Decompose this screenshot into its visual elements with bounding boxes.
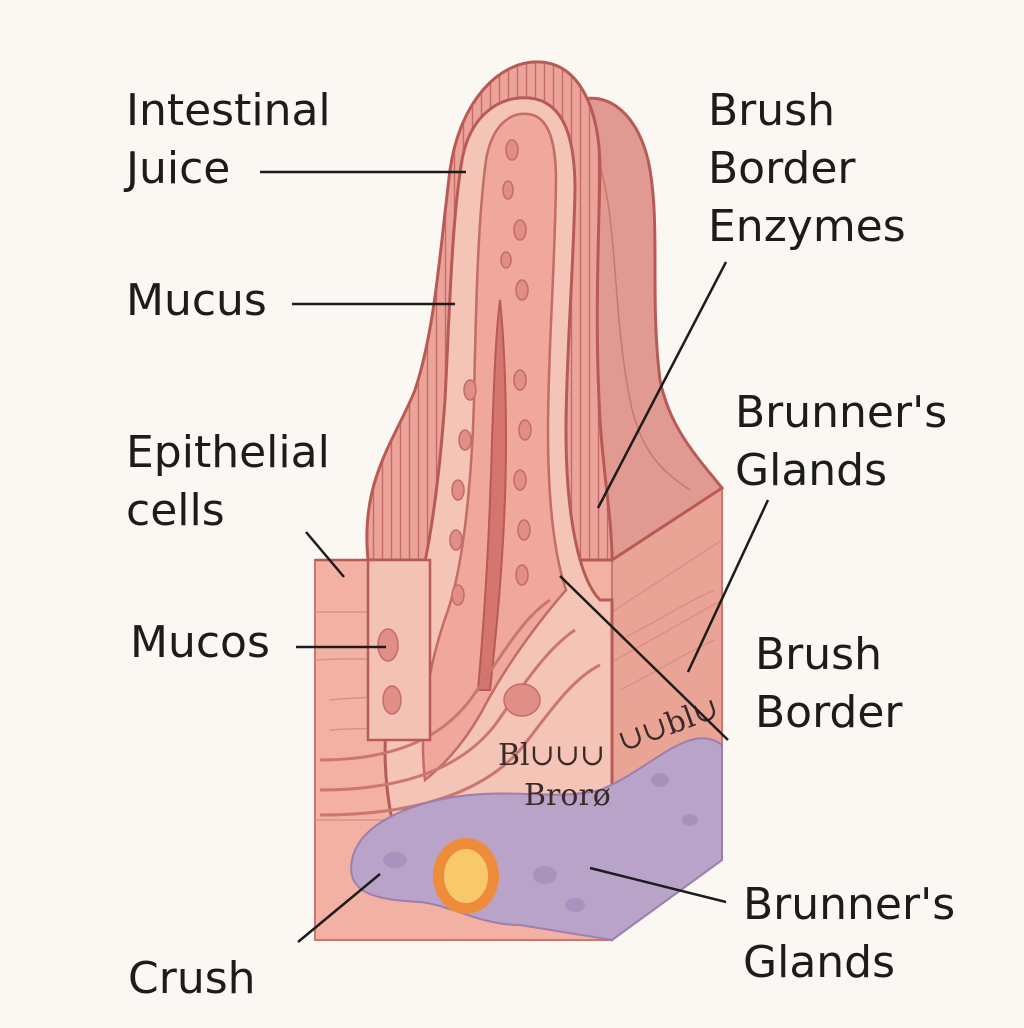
epithelial-cells <box>377 139 541 717</box>
leader-brunner-top <box>686 499 770 673</box>
label-bbe-line1: Brush <box>708 85 835 136</box>
label-brush-border-enzymes: Brush Border Enzymes <box>708 82 906 256</box>
label-brunners-glands-bottom: Brunner's Glands <box>743 876 955 992</box>
label-intestinal-juice-line2: Juice <box>126 143 231 194</box>
label-epithelial-line1: Epithelial <box>126 427 330 478</box>
leader-crush <box>297 873 381 943</box>
leader-lines <box>260 170 770 943</box>
label-brunner-top-line1: Brunner's <box>735 387 948 438</box>
label-mucos: Mucos <box>130 617 270 668</box>
label-brunner-bottom-line2: Glands <box>743 937 896 988</box>
scribble-line2: Brorø <box>524 778 611 813</box>
scribble-line1: Bl∪∪∪ <box>498 738 605 773</box>
mucosa-bands <box>319 598 601 817</box>
leader-brush-border <box>559 575 729 741</box>
epithelial-block <box>366 558 432 742</box>
label-epithelial-cells: Epithelial cells <box>126 424 330 540</box>
label-bbe-line3: Enzymes <box>708 201 906 252</box>
label-bbe-line2: Border <box>708 143 856 194</box>
label-intestinal-juice-line1: Intestinal <box>126 85 331 136</box>
lacteal <box>476 299 508 691</box>
label-intestinal-juice: Intestinal Juice <box>126 82 331 198</box>
label-crush: Crush <box>128 953 256 1004</box>
leader-bbe <box>596 261 728 509</box>
label-brunner-bottom-line1: Brunner's <box>743 879 956 930</box>
label-mucus: Mucus <box>126 275 267 326</box>
label-brush-border-line2: Border <box>755 687 903 738</box>
leader-epithelial <box>305 531 345 578</box>
label-brunner-top-line2: Glands <box>735 445 888 496</box>
label-brush-border: Brush Border <box>755 626 903 742</box>
label-epithelial-line2: cells <box>126 485 225 536</box>
label-brunners-glands-top: Brunner's Glands <box>735 384 947 500</box>
leader-brunner-bottom <box>589 866 727 904</box>
label-brush-border-line1: Brush <box>755 629 882 680</box>
